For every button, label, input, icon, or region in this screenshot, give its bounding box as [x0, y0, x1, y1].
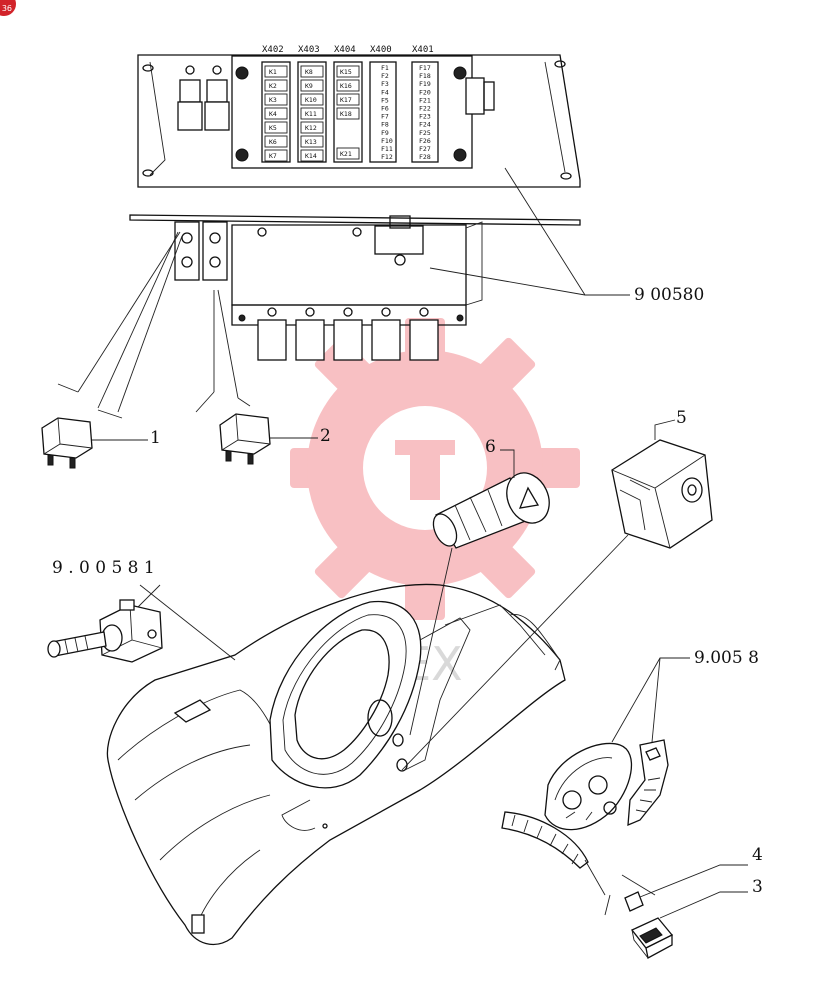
relay-label: K8: [305, 68, 313, 76]
relay-label: K12: [305, 124, 317, 132]
fuse-label: F8: [381, 121, 389, 129]
fuse-label: F27: [419, 145, 431, 153]
fuse-label: F12: [381, 153, 393, 161]
watermark-gear-icon: [290, 318, 580, 620]
connector-label: X402: [262, 45, 284, 55]
relay-label: K11: [305, 110, 317, 118]
fuse-label: F5: [381, 96, 389, 104]
fuse-label: F21: [419, 96, 431, 104]
toggle-switch-icon: [47, 599, 163, 663]
switch-panel-right-icon: [627, 739, 669, 827]
fuse-label: F26: [419, 137, 431, 145]
fuse-label: F22: [419, 105, 431, 113]
switch-panel-left-icon: [501, 811, 589, 869]
fuse-slot: [336, 147, 360, 160]
fuse-label: F10: [381, 137, 393, 145]
connector-label: X403: [298, 45, 320, 55]
relay-label: K7: [269, 152, 277, 160]
fuse-label: F9: [381, 129, 389, 137]
fuse-slot: [336, 107, 360, 120]
relay-1-icon: [41, 417, 93, 469]
fuse-slot: [264, 135, 288, 148]
callout-relay-2: 2: [320, 426, 331, 446]
relay-label: K10: [305, 96, 317, 104]
fuse-slot: [264, 149, 288, 162]
callout-lighter: 6: [485, 437, 496, 457]
fuse-slot: [300, 135, 324, 148]
fuse-slot: [264, 93, 288, 106]
fuse-slot: [264, 79, 288, 92]
fuse-slot: [300, 107, 324, 120]
fuse-label: F17: [419, 64, 431, 72]
relay-label: K18: [340, 110, 352, 118]
relay-label: K4: [269, 110, 277, 118]
fuse-slot: [264, 107, 288, 120]
clip-4-icon: [624, 891, 644, 912]
fuse-label: F1: [381, 64, 389, 72]
fuse-label: F7: [381, 113, 389, 121]
page-number-badge: 36: [0, 0, 16, 16]
relay-label: K17: [340, 96, 352, 104]
dashboard-hood: [106, 583, 566, 946]
rocker-switch-3-icon: [630, 917, 674, 959]
fuse-slot: [300, 121, 324, 134]
fuse-label: F25: [419, 129, 431, 137]
fuse-label: F6: [381, 105, 389, 113]
fuse-slot: [300, 79, 324, 92]
relay-label: K16: [340, 82, 352, 90]
page-number: 36: [1, 4, 12, 13]
fuse-slot: [264, 121, 288, 134]
fuse-label: F4: [381, 88, 389, 96]
relay-label: K2: [269, 82, 277, 90]
relay-2-icon: [219, 413, 271, 465]
fuse-slot: [300, 65, 324, 78]
relay-label: K3: [269, 96, 277, 104]
fuse-label: F18: [419, 72, 431, 80]
callout-ignition: 5: [676, 408, 687, 428]
fuse-slot: [300, 93, 324, 106]
fuse-slot: [264, 65, 288, 78]
fuse-slot: [336, 79, 360, 92]
callout-cluster: 9.005 8: [694, 648, 759, 668]
fuse-label: F2: [381, 72, 389, 80]
fuse-slot: [300, 149, 324, 162]
fuse-label: F19: [419, 80, 431, 88]
relay-label: K21: [340, 150, 352, 158]
connector-label: X404: [334, 45, 356, 55]
cigar-lighter-icon: [432, 472, 550, 549]
instrument-cluster-icon: [544, 742, 633, 831]
relay-label: K15: [340, 68, 352, 76]
relay-label: K13: [305, 138, 317, 146]
callout-switch: 3: [752, 877, 763, 897]
callout-fuse-box: 9 00580: [634, 285, 704, 305]
fuse-label: F24: [419, 121, 431, 129]
relay-label: K9: [305, 82, 313, 90]
connector-label: X400: [370, 45, 392, 55]
relay-label: K1: [269, 68, 277, 76]
relay-label: K5: [269, 124, 277, 132]
fuse-slot: [336, 65, 360, 78]
ignition-switch-icon: [611, 419, 713, 549]
fuse-slot: [336, 93, 360, 106]
fuse-label: F28: [419, 153, 431, 161]
callout-clip: 4: [752, 845, 763, 865]
fuse-label: F11: [381, 145, 393, 153]
callout-dash-assembly: 9 . 0 0 5 8 1: [52, 558, 155, 578]
fuse-box-side-view: [129, 214, 581, 361]
connector-label: X401: [412, 45, 434, 55]
relay-label: K14: [305, 152, 317, 160]
fuse-label: F23: [419, 113, 431, 121]
fuse-label: F20: [419, 88, 431, 96]
callout-relay-1: 1: [150, 428, 161, 448]
relay-label: K6: [269, 138, 277, 146]
fuse-label: F3: [381, 80, 389, 88]
